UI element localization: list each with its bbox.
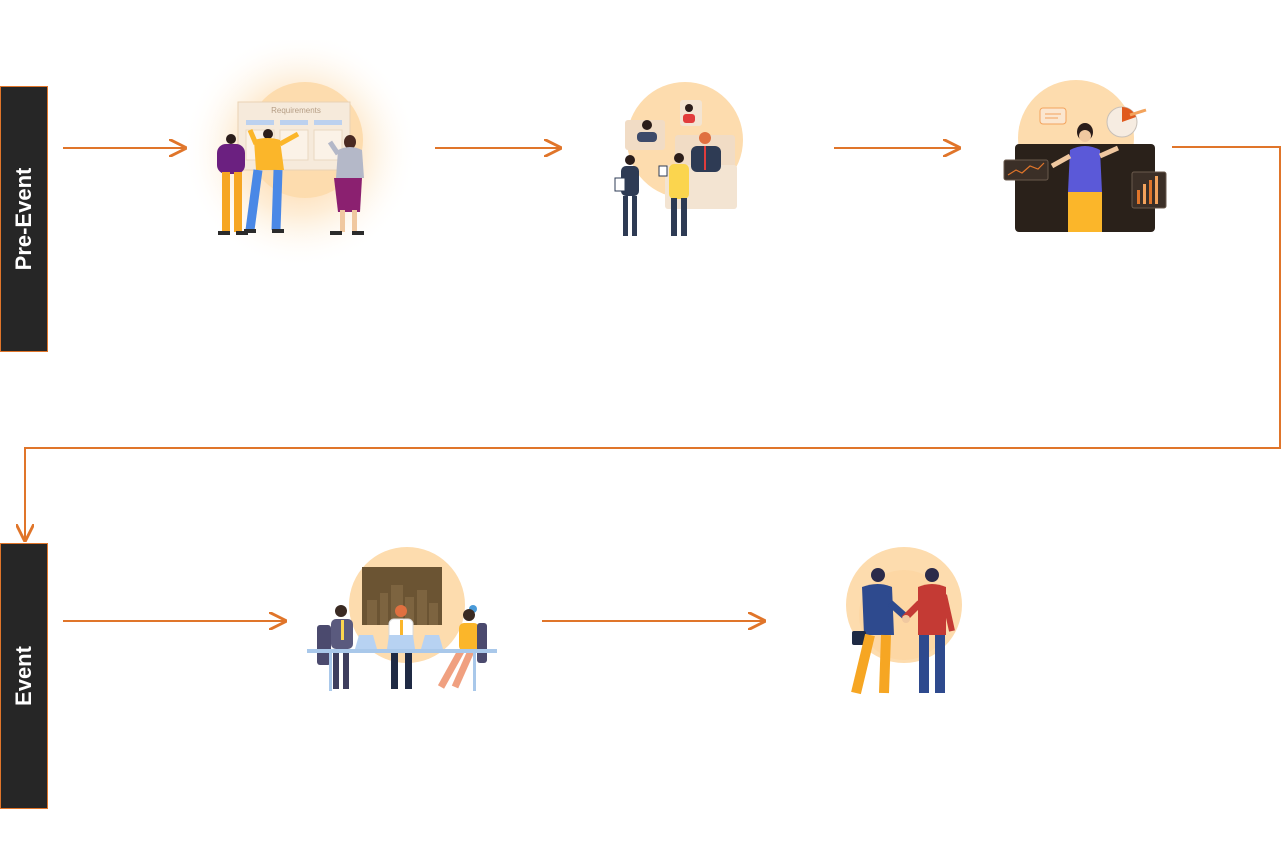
- person-purple-icon: [217, 134, 248, 235]
- conference-table-icon: [307, 547, 497, 691]
- video-meeting-icon: [614, 82, 743, 236]
- phase-label-pre-event: Pre-Event: [0, 86, 48, 352]
- requirements-board-text: Requirements: [271, 106, 321, 115]
- person-yellow-icon: [244, 129, 300, 233]
- phase-label-event: Event: [0, 543, 48, 809]
- handshake-icon: [846, 547, 962, 695]
- person-grey-icon: [327, 135, 364, 235]
- analytics-presentation-icon: [1003, 80, 1167, 232]
- team-requirements-icon: Requirements: [182, 40, 418, 268]
- arrow-pre-event-to-event: [25, 146, 1281, 540]
